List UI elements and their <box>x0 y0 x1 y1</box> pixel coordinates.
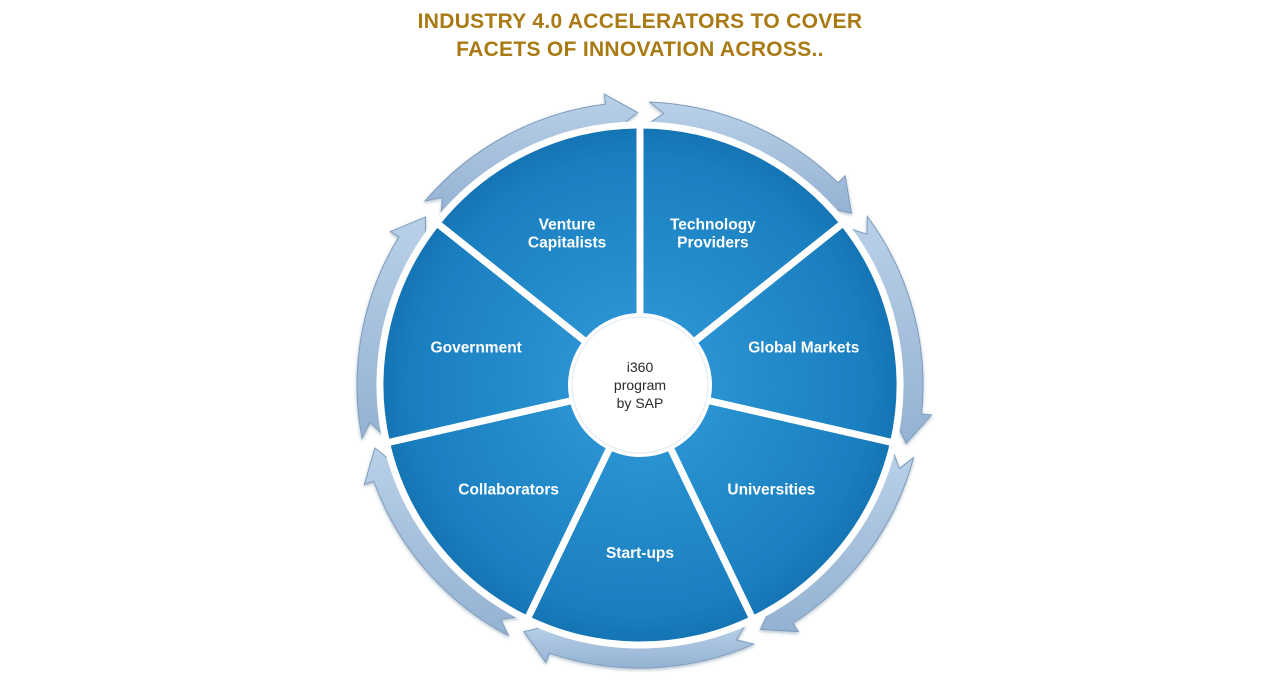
segment-technology-providers <box>636 121 847 389</box>
segment-label-line: Universities <box>727 482 815 499</box>
segment-collaborators <box>383 381 644 623</box>
segment-label-line: Government <box>431 340 522 357</box>
hub-circle <box>571 316 709 454</box>
segment-label-line: Start-ups <box>606 545 674 562</box>
segment-label-global-markets: Global Markets <box>748 340 859 357</box>
segment-label-government: Government <box>431 340 522 357</box>
segment-label-line: Venture <box>539 217 596 234</box>
segment-label-collaborators: Collaborators <box>458 482 559 499</box>
segment-label-line: Collaborators <box>458 482 559 499</box>
segment-venture-capitalists <box>433 121 644 389</box>
title-line-1: INDUSTRY 4.0 ACCELERATORS TO COVER <box>417 10 863 33</box>
segment-label-line: Global Markets <box>748 340 859 357</box>
hub-label-line: program <box>614 377 666 393</box>
segment-label-start-ups: Start-ups <box>606 545 674 562</box>
segment-start-ups <box>523 381 757 649</box>
hub-label: i360 program by SAP <box>614 359 666 411</box>
hub-label-line: i360 <box>627 359 654 375</box>
segment-label-universities: Universities <box>727 482 815 499</box>
diagram-title: INDUSTRY 4.0 ACCELERATORS TO COVER FACET… <box>0 8 1280 64</box>
segment-label-line: Capitalists <box>528 235 606 252</box>
segment-label-line: Technology <box>670 217 756 234</box>
center-hub: i360 program by SAP <box>568 313 712 457</box>
segment-label-line: Providers <box>677 235 749 252</box>
title-line-2: FACETS OF INNOVATION ACROSS.. <box>456 38 824 61</box>
hub-label-line: by SAP <box>617 395 664 411</box>
segment-universities <box>636 381 897 623</box>
